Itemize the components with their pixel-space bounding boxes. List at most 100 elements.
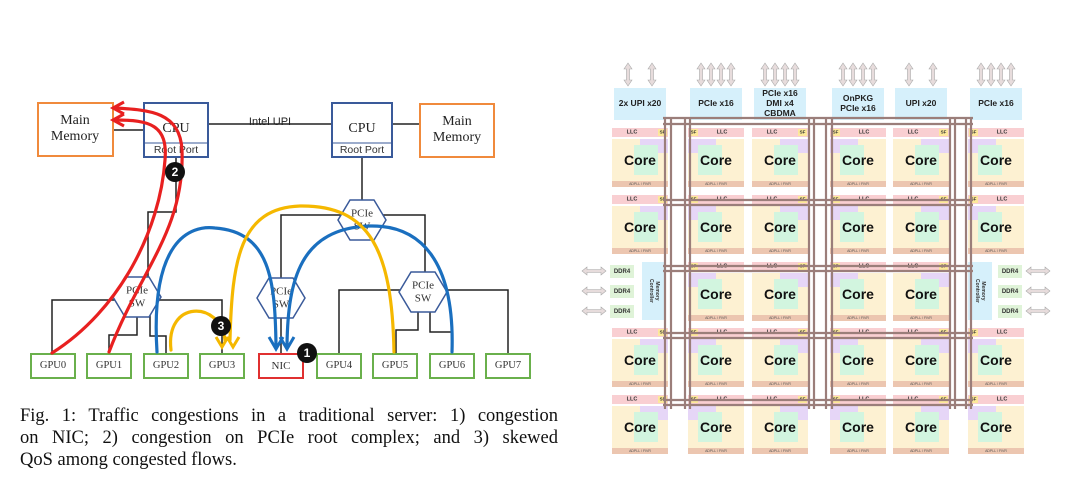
fivr-label: ADPLL / FIVR: [629, 382, 651, 386]
core-label: Core: [764, 419, 796, 435]
fivr-bar: [830, 448, 886, 454]
llc-label: LLC: [997, 197, 1008, 203]
fivr-bar: [968, 248, 1024, 254]
fivr-bar: [968, 381, 1024, 387]
fivr-label: ADPLL / FIVR: [847, 449, 869, 453]
core-label: Core: [764, 352, 796, 368]
nic-box: [258, 353, 304, 379]
io-arrow-icon: [706, 62, 716, 87]
gpu-box: [485, 353, 531, 379]
sf-label: SF: [971, 130, 977, 135]
l2-block: [915, 212, 939, 242]
llc-label: LLC: [997, 397, 1008, 403]
llc-bar: [688, 128, 744, 137]
ddr4-label: DDR4: [1002, 309, 1019, 315]
core-label: Core: [624, 152, 656, 168]
fivr-bar: [830, 381, 886, 387]
llc-label: LLC: [859, 130, 870, 136]
ddr4-block: [998, 305, 1022, 318]
fivr-label: ADPLL / FIVR: [847, 249, 869, 253]
gpu-label: GPU1: [96, 360, 122, 371]
fivr-bar: [752, 181, 808, 187]
fivr-label: ADPLL / FIVR: [705, 449, 727, 453]
yellow-arrowheads: [214, 336, 241, 350]
ddr4-block: [610, 265, 634, 278]
l2-block: [698, 145, 722, 175]
core-label: Core: [842, 219, 874, 235]
fivr-bar: [752, 248, 808, 254]
fivr-label: ADPLL / FIVR: [705, 249, 727, 253]
io-block-label: PCIe x16: [698, 98, 734, 108]
sf-block: [969, 196, 978, 203]
core-label: Core: [700, 352, 732, 368]
sf-block: [831, 129, 840, 136]
gpu-label: GPU6: [439, 360, 465, 371]
core-label: Core: [905, 286, 937, 302]
io-arrow-icon: [726, 62, 736, 87]
memory-controller-label: MemoryController: [648, 279, 660, 303]
io-arrow-icon: [996, 62, 1006, 87]
ddr-arrow-icon: [581, 266, 607, 276]
llc-bar: [893, 128, 949, 137]
congestion-marker-number: 2: [172, 165, 179, 179]
core-label: Core: [905, 152, 937, 168]
io-block-label: UPI x20: [906, 98, 937, 108]
congestion-marker: [297, 343, 317, 363]
fivr-label: ADPLL / FIVR: [985, 182, 1007, 186]
llc-bar: [752, 128, 808, 137]
yellow-flow-gpu5-gpu3: [228, 204, 396, 354]
io-block: [895, 88, 947, 120]
sf-label: SF: [660, 397, 666, 402]
l2-block: [774, 412, 798, 442]
llc-bar: [968, 128, 1024, 137]
core-label: Core: [624, 419, 656, 435]
pcie-link: [338, 289, 405, 353]
pcie-link: [149, 314, 167, 353]
fivr-bar: [688, 181, 744, 187]
core-label: Core: [842, 419, 874, 435]
core-label: Core: [905, 219, 937, 235]
gpu-box: [372, 353, 418, 379]
l2-block: [915, 412, 939, 442]
fivr-bar: [688, 448, 744, 454]
sf-label: SF: [660, 197, 666, 202]
fivr-bar: [752, 381, 808, 387]
congestion-marker: [211, 316, 231, 336]
ddr4-block: [998, 285, 1022, 298]
core-label: Core: [764, 219, 796, 235]
llc-label: LLC: [908, 130, 919, 136]
nic-label: NIC: [272, 360, 291, 372]
core-label: Core: [624, 352, 656, 368]
ddr-arrow-icon: [581, 306, 607, 316]
gpu-label: GPU3: [209, 360, 235, 371]
l2-block: [978, 212, 1002, 242]
cpu-right-box: [331, 102, 393, 158]
sf-block: [689, 129, 698, 136]
ddr-arrow-icon: [581, 286, 607, 296]
fivr-label: ADPLL / FIVR: [769, 249, 791, 253]
core-label: Core: [842, 152, 874, 168]
pcie-link: [395, 308, 419, 353]
core-label: Core: [764, 152, 796, 168]
sf-block: [658, 129, 667, 136]
core-label: Core: [905, 419, 937, 435]
l2-block: [840, 279, 864, 309]
pcie-switch-top: [337, 199, 387, 241]
llc-label: LLC: [717, 130, 728, 136]
sf-block: [798, 129, 807, 136]
fivr-label: ADPLL / FIVR: [910, 382, 932, 386]
llc-bar: [830, 128, 886, 137]
l2-block: [698, 212, 722, 242]
l2-block: [634, 145, 658, 175]
sf-label: SF: [971, 330, 977, 335]
io-arrow-icon: [623, 62, 633, 87]
caption-line: QoS among congested flows.: [20, 450, 237, 470]
io-arrow-icon: [848, 62, 858, 87]
